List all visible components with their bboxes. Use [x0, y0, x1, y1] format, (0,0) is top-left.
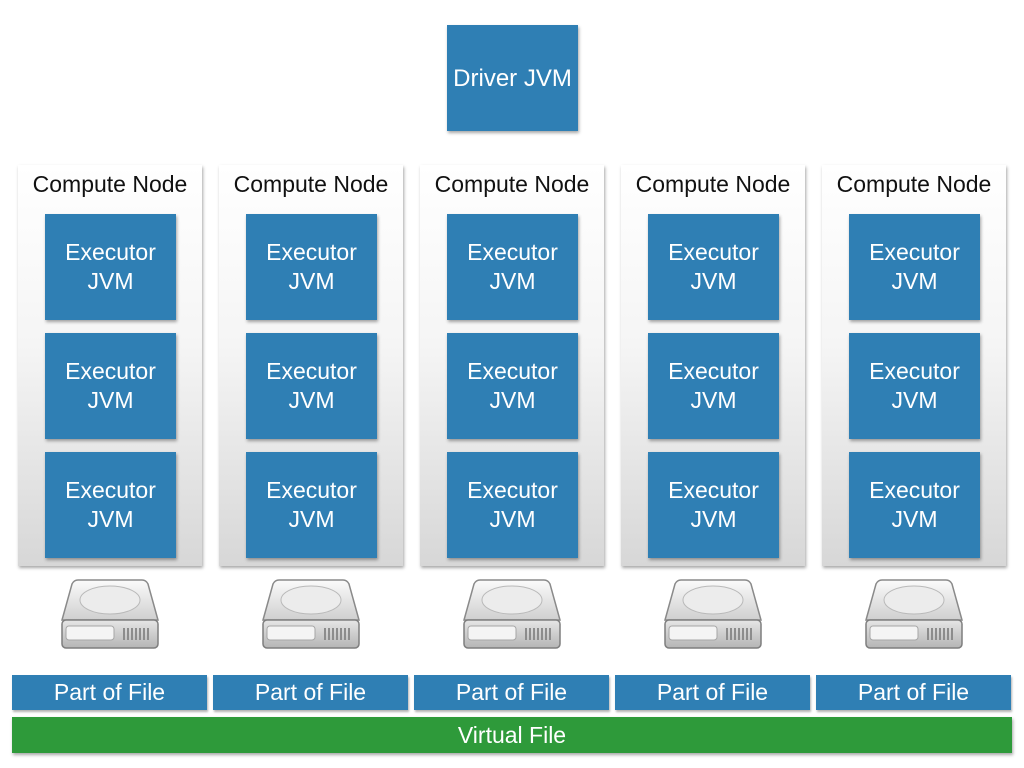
- compute-node: Compute Node Executor JVM Executor JVM E…: [219, 165, 403, 566]
- executor-jvm-box: Executor JVM: [246, 333, 377, 439]
- compute-node: Compute Node Executor JVM Executor JVM E…: [621, 165, 805, 566]
- executor-jvm-box: Executor JVM: [246, 452, 377, 558]
- compute-node-title: Compute Node: [434, 171, 590, 197]
- hard-drive-icon: [262, 579, 360, 649]
- executor-jvm-box: Executor JVM: [447, 452, 578, 558]
- executor-jvm-box: Executor JVM: [45, 452, 176, 558]
- virtual-file-bar: Virtual File: [12, 717, 1012, 753]
- executor-jvm-box: Executor JVM: [246, 214, 377, 320]
- compute-node: Compute Node Executor JVM Executor JVM E…: [420, 165, 604, 566]
- file-part-box: Part of File: [615, 675, 810, 710]
- executor-jvm-box: Executor JVM: [849, 214, 980, 320]
- executor-jvm-box: Executor JVM: [447, 333, 578, 439]
- executor-jvm-box: Executor JVM: [648, 452, 779, 558]
- executor-jvm-box: Executor JVM: [648, 214, 779, 320]
- executor-jvm-box: Executor JVM: [447, 214, 578, 320]
- compute-node-title: Compute Node: [635, 171, 791, 197]
- file-part-box: Part of File: [816, 675, 1011, 710]
- executor-jvm-box: Executor JVM: [45, 333, 176, 439]
- compute-node-title: Compute Node: [233, 171, 389, 197]
- hard-drive-icon: [865, 579, 963, 649]
- executor-jvm-box: Executor JVM: [849, 452, 980, 558]
- executor-jvm-box: Executor JVM: [45, 214, 176, 320]
- compute-node: Compute Node Executor JVM Executor JVM E…: [822, 165, 1006, 566]
- hard-drive-icon: [463, 579, 561, 649]
- compute-node-title: Compute Node: [32, 171, 188, 197]
- executor-jvm-box: Executor JVM: [849, 333, 980, 439]
- file-part-box: Part of File: [414, 675, 609, 710]
- file-part-box: Part of File: [213, 675, 408, 710]
- compute-node-title: Compute Node: [836, 171, 992, 197]
- compute-node: Compute Node Executor JVM Executor JVM E…: [18, 165, 202, 566]
- hard-drive-icon: [61, 579, 159, 649]
- file-part-box: Part of File: [12, 675, 207, 710]
- driver-jvm-box: Driver JVM: [447, 25, 578, 131]
- hard-drive-icon: [664, 579, 762, 649]
- executor-jvm-box: Executor JVM: [648, 333, 779, 439]
